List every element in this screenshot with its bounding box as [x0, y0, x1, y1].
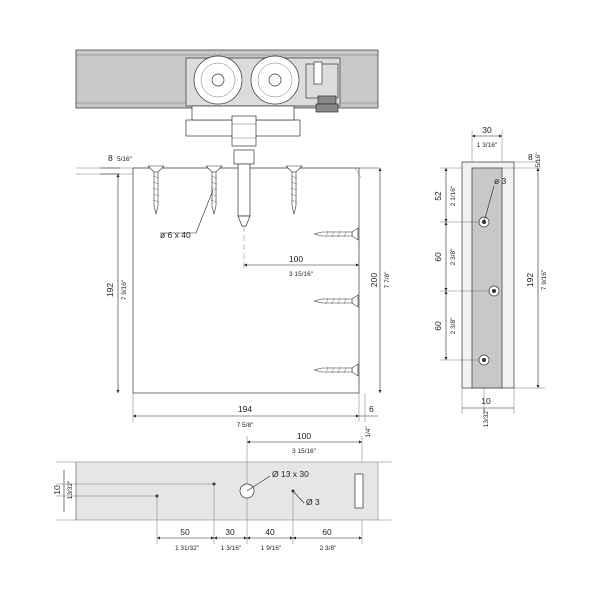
screw-1	[147, 165, 165, 215]
top-thickness-mm: 8	[108, 153, 113, 163]
roller-right	[250, 55, 300, 105]
gap-in: 1/4"	[365, 426, 372, 438]
side-top-in: 5/16"	[535, 152, 542, 168]
bottom-thickness-in: 13/32"	[67, 480, 74, 499]
side-width-mm: 30	[482, 125, 492, 135]
side-width-in: 1 3/16"	[477, 142, 498, 149]
gap-mm: 6	[369, 404, 374, 414]
side-dim1-mm: 52	[433, 191, 443, 201]
side-top-mm: 8	[528, 152, 533, 162]
side-bottom-in: 13/32"	[483, 408, 490, 427]
side-hole-label: ø 3	[494, 176, 507, 186]
left-height-mm: 192	[105, 283, 115, 297]
bottom-d2-in: 1 3/16"	[221, 545, 242, 552]
side-screw-1	[313, 227, 359, 241]
bottom-hole-small-label: Ø 3	[306, 497, 320, 507]
right-height-mm: 200	[369, 273, 379, 287]
side-dim3-mm: 60	[433, 321, 443, 331]
bottom-d2-mm: 30	[225, 527, 235, 537]
bottom-d3-mm: 40	[265, 527, 275, 537]
side-panel	[471, 167, 503, 389]
bottom-d1-in: 1 31/32"	[175, 545, 200, 552]
front-view: 8 5/16" ø 6 x 40 100 3 15/16" 192 7 9/16…	[76, 153, 391, 438]
bottom-d1-mm: 50	[180, 527, 190, 537]
width-mm: 194	[238, 404, 252, 414]
side-dim1-in: 2 1/16"	[450, 185, 457, 206]
bottom-d4-mm: 60	[322, 527, 332, 537]
side-dim3-in: 2 3/8"	[450, 317, 457, 334]
bottom-d3-in: 1 9/16"	[261, 545, 282, 552]
screw-2	[205, 165, 223, 215]
bottom-panel	[75, 461, 379, 521]
screw-spec: ø 6 x 40	[160, 230, 191, 240]
threaded-bolt	[237, 163, 251, 268]
side-screw-3	[313, 363, 359, 377]
side-height-in: 7 9/16"	[541, 269, 548, 290]
bottom-offset-mm: 100	[297, 431, 311, 441]
bottom-offset-in: 3 15/16"	[292, 448, 317, 455]
left-height-in: 7 9/16"	[121, 279, 128, 300]
bottom-hole-big-label: Ø 13 x 30	[272, 469, 309, 479]
bottom-thickness-mm: 10	[52, 485, 62, 495]
side-screw-2	[313, 294, 359, 308]
side-view: 30 1 3/16" 8 5/16" ø 3 52 2 1/16" 60 2 3…	[433, 125, 548, 427]
stopper	[305, 61, 339, 113]
right-height-in: 7 7/8"	[384, 271, 391, 288]
bottom-d4-in: 2 3/8"	[320, 545, 337, 552]
screw-3	[285, 165, 303, 215]
bottom-view: 100 3 15/16" Ø 13 x 30 Ø 3 10 13/32" 50 …	[52, 431, 392, 552]
side-height-mm: 192	[525, 273, 535, 287]
bolt-washer	[233, 149, 255, 165]
bolt-nut	[231, 115, 257, 147]
roller-left	[193, 55, 243, 105]
bolt-offset-in: 3 15/16"	[289, 271, 314, 278]
top-thickness-in: 5/16"	[117, 156, 133, 163]
width-in: 7 5/8"	[237, 422, 254, 429]
side-dim2-in: 2 3/8"	[450, 248, 457, 265]
bolt-offset-mm: 100	[289, 254, 303, 264]
bottom-slot	[354, 473, 364, 509]
rail-assembly	[75, 49, 379, 165]
side-dim2-mm: 60	[433, 252, 443, 262]
side-bottom-mm: 10	[481, 396, 491, 406]
